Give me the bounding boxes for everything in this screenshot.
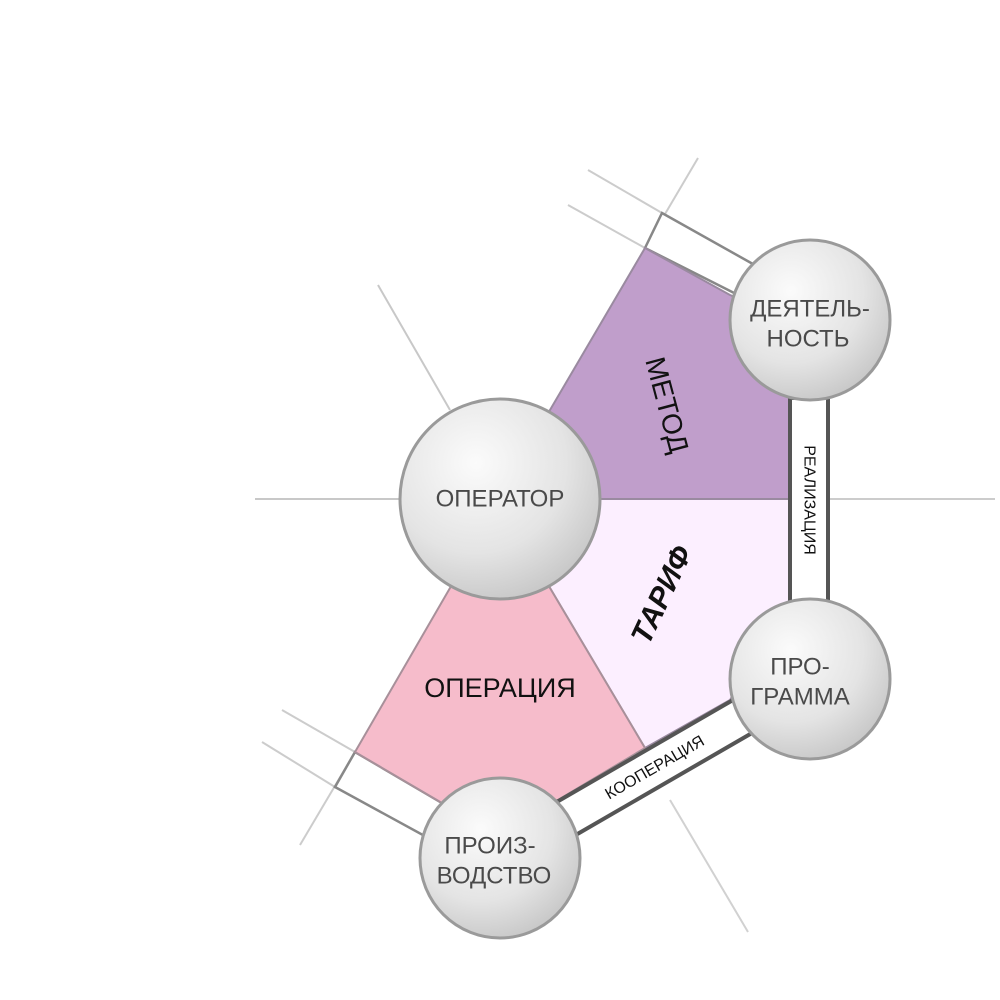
guide-line-top-a (587, 169, 663, 214)
guide-line-upper-left (377, 284, 451, 411)
band-realizatsiya: РЕАЛИЗАЦИЯ (788, 396, 830, 604)
operator-label: ОПЕРАТОР (436, 486, 565, 513)
guide-line-bl-a (281, 709, 356, 753)
node-programma: ПРО- ГРАММА (728, 597, 892, 761)
node-operator: ОПЕРАТОР (398, 397, 602, 601)
node-deyatelnost: ДЕЯТЕЛЬ- НОСТЬ (728, 238, 892, 402)
guide-line-top-b (567, 204, 646, 249)
operatsiya-label: ОПЕРАЦИЯ (424, 673, 576, 703)
guide-line-bl-b (261, 741, 336, 788)
guide-line-lower (669, 799, 749, 933)
proizvodstvo-circle (418, 776, 582, 940)
deyatelnost-label-line1: ДЕЯТЕЛЬ- (750, 296, 870, 323)
programma-label-line1: ПРО- (770, 654, 829, 681)
proizvodstvo-label-line1: ПРОИЗ- (444, 833, 535, 860)
deyatelnost-circle (728, 238, 892, 402)
operator-circle (398, 397, 602, 601)
deyatelnost-label-line2: НОСТЬ (767, 326, 850, 353)
node-proizvodstvo: ПРОИЗ- ВОДСТВО (418, 776, 582, 940)
proizvodstvo-label-line2: ВОДСТВО (437, 863, 552, 890)
programma-label-line2: ГРАММА (750, 684, 849, 711)
realizatsiya-label: РЕАЛИЗАЦИЯ (801, 445, 818, 555)
programma-circle (728, 597, 892, 761)
